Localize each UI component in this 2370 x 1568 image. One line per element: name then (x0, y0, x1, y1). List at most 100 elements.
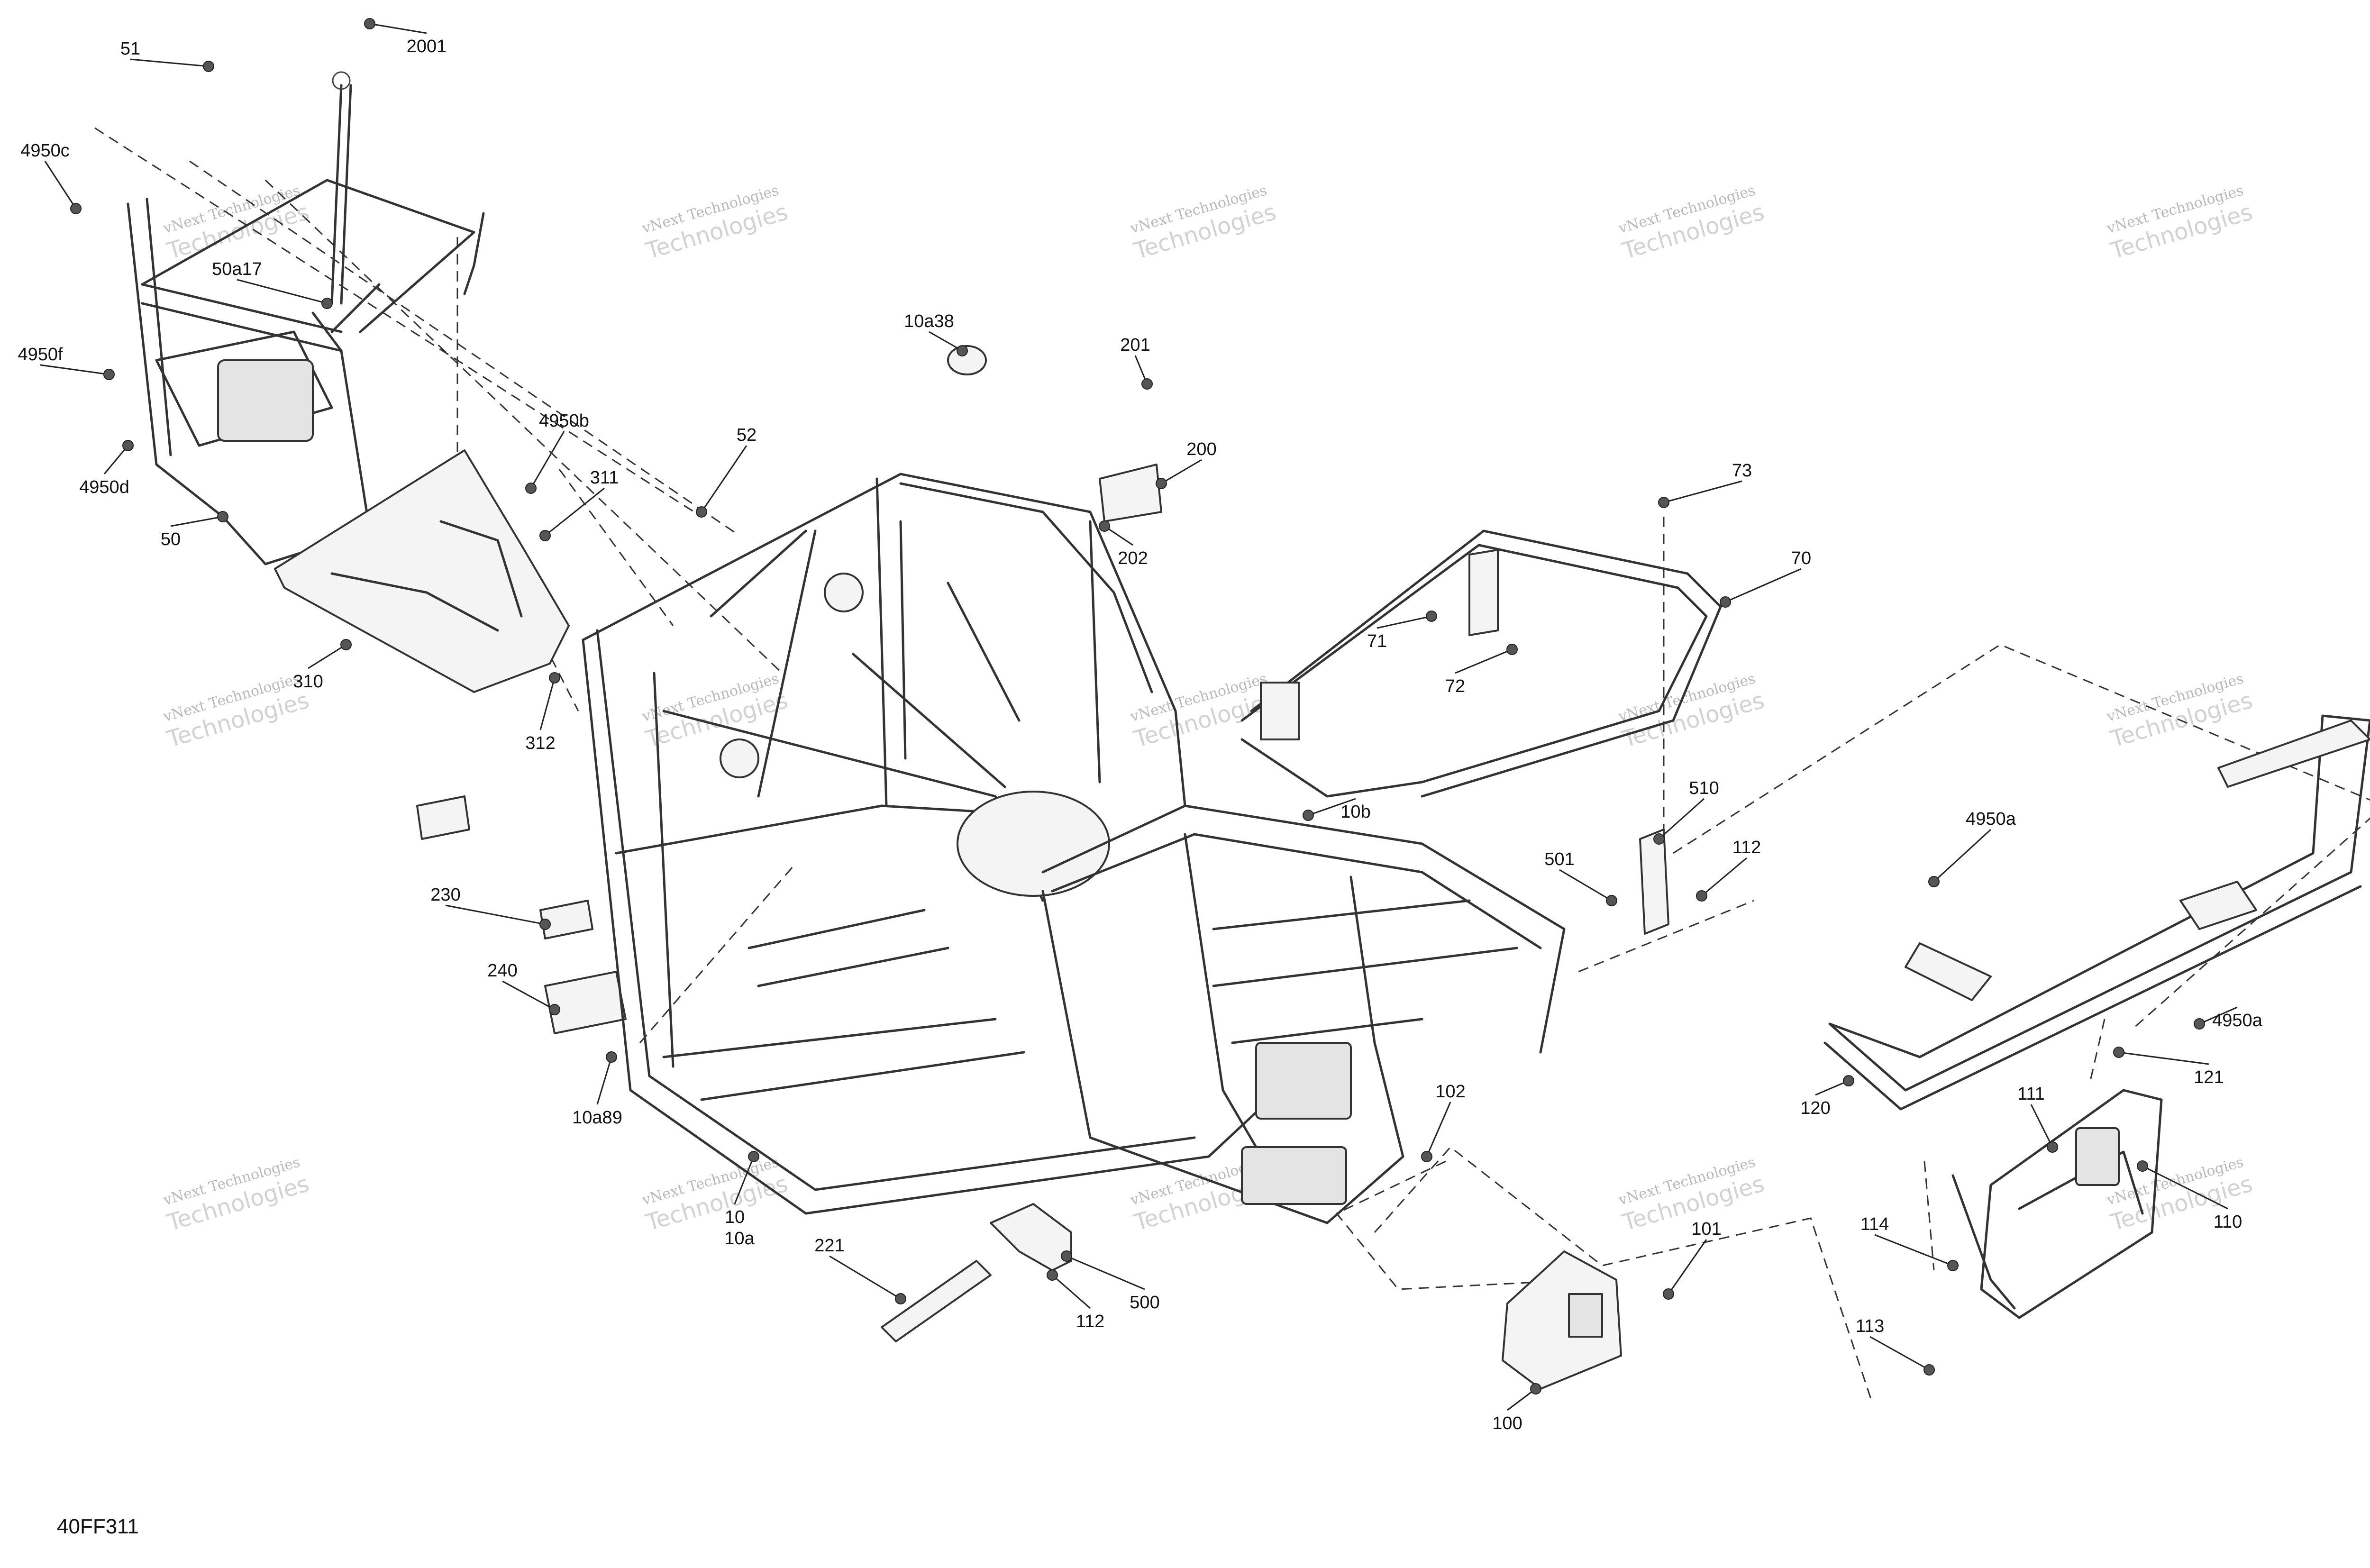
fastener-mark (525, 483, 537, 494)
part-label: 230 (430, 885, 460, 905)
fastener-mark (696, 506, 707, 518)
fastener-mark (2194, 1018, 2205, 1030)
fastener-mark (2113, 1047, 2124, 1058)
fastener-mark (1530, 1383, 1541, 1395)
part-label: 73 (1732, 461, 1752, 481)
leader-line (1376, 615, 1432, 629)
leader-line (40, 364, 109, 375)
part-label: 121 (2194, 1067, 2224, 1087)
front-upper-frame (127, 71, 485, 565)
fastener-mark (1658, 497, 1669, 508)
leader-line (1658, 798, 1705, 840)
part-label: 10a38 (904, 311, 954, 331)
part-label: 10 (725, 1207, 745, 1227)
leader-line (103, 445, 129, 474)
fastener-mark (203, 61, 214, 72)
part-label: 111 (2017, 1084, 2045, 1104)
assembly-lines (94, 127, 2370, 1404)
leader-line (1052, 1274, 1091, 1309)
part-label: 51 (120, 39, 140, 59)
leader-line (1308, 798, 1356, 816)
fastener-mark (957, 345, 968, 356)
fastener-mark (539, 919, 551, 930)
leader-line (445, 904, 546, 925)
leader-line (701, 445, 747, 512)
fastener-marks (70, 18, 2205, 1395)
fastener-mark (103, 369, 115, 380)
part-label: 312 (525, 733, 555, 753)
fastener-mark (70, 203, 82, 214)
part-label: 510 (1689, 778, 1719, 798)
leader-line (170, 516, 223, 527)
leader-line (1869, 1336, 1930, 1371)
fastener-mark (1947, 1260, 1959, 1271)
fastener-mark (748, 1151, 759, 1162)
leader-line (2142, 1165, 2228, 1210)
fastener-mark (1303, 810, 1314, 821)
part-label: 101 (1691, 1219, 1721, 1239)
part-label: 113 (1856, 1316, 1885, 1336)
leader-line (1668, 1239, 1707, 1295)
fastener-mark (321, 298, 333, 309)
part-label: 102 (1435, 1082, 1465, 1102)
leader-line (1663, 480, 1742, 503)
part-label: 4950c (20, 141, 70, 161)
leader-line (44, 161, 77, 209)
part-label: 10b (1340, 802, 1370, 822)
side-panel (274, 449, 570, 693)
part-label: 71 (1367, 631, 1387, 651)
fastener-mark (2047, 1141, 2058, 1153)
leader-lines (40, 23, 2238, 1411)
leader-line (1426, 1102, 1451, 1157)
fastener-mark (1720, 596, 1731, 608)
leader-line (929, 331, 963, 352)
leader-line (1161, 459, 1202, 484)
fastener-mark (1047, 1269, 1058, 1281)
document-code: 40FF311 (57, 1515, 139, 1538)
part-label: 10a (724, 1229, 755, 1249)
leader-line (237, 279, 328, 304)
fastener-mark (122, 440, 134, 451)
leader-line (1874, 1234, 1953, 1267)
mount-block (1502, 1250, 1622, 1390)
part-label: 2001 (407, 36, 447, 56)
leader-line (369, 23, 427, 34)
leader-line (2118, 1051, 2209, 1065)
front-bumper (1823, 714, 2370, 1111)
fastener-mark (1421, 1151, 1432, 1162)
leader-line (545, 487, 605, 537)
leader-line (829, 1255, 901, 1300)
leader-line (530, 431, 565, 489)
part-label: 221 (814, 1236, 844, 1256)
fastener-mark (1426, 611, 1437, 622)
fastener-mark (1653, 833, 1665, 845)
part-label: 72 (1445, 676, 1465, 696)
fastener-mark (1141, 378, 1153, 390)
part-label: 4950b (539, 411, 589, 431)
part-label: 4950a (1966, 809, 2016, 829)
leader-line (1701, 857, 1747, 897)
fastener-mark (1506, 644, 1518, 655)
fastener-mark (1606, 895, 1617, 906)
part-label: 112 (1732, 838, 1761, 857)
part-label: 70 (1791, 548, 1811, 568)
part-label: 201 (1120, 335, 1150, 355)
leader-line (1104, 525, 1133, 546)
leader-line (2030, 1104, 2053, 1148)
fastener-mark (1928, 876, 1940, 887)
fastener-mark (549, 1004, 560, 1015)
part-label-layer: 2001514950c50a174950f4950d504950b3113103… (18, 36, 2262, 1433)
fastener-mark (340, 639, 352, 650)
fastener-mark (1663, 1288, 1674, 1300)
part-label: 10a89 (572, 1108, 622, 1128)
part-label: 110 (2214, 1212, 2242, 1232)
part-label: 311 (590, 468, 619, 488)
